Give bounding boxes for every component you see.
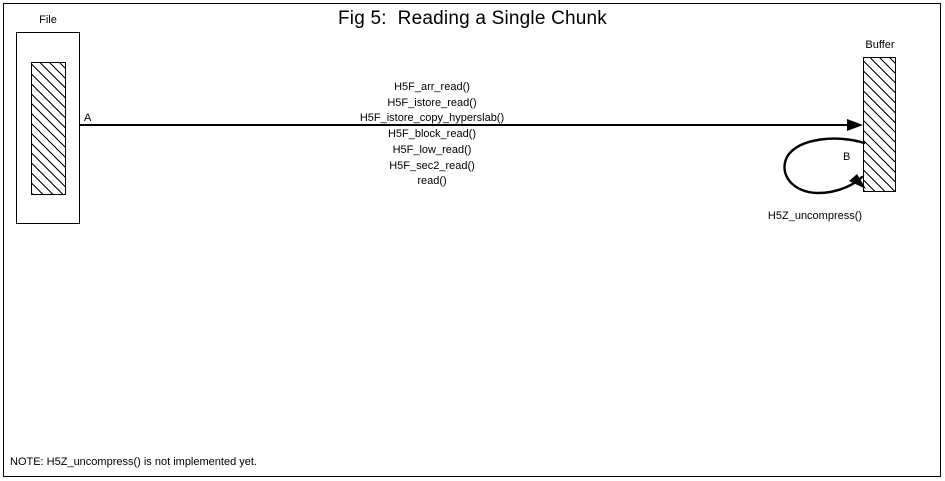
call-stack-item: read() (417, 175, 447, 188)
edge-a-marker: A (84, 112, 92, 124)
call-stack-item: H5F_istore_read() (387, 96, 477, 109)
call-stack-item: H5F_istore_copy_hyperslab() (359, 112, 505, 125)
buffer-node-box (863, 57, 896, 192)
call-stack-item: H5F_block_read() (387, 128, 477, 141)
call-stack-item: H5F_arr_read() (394, 81, 470, 93)
call-stack-item: H5F_sec2_read() (389, 159, 475, 172)
edge-b-label: H5Z_uncompress() (767, 210, 863, 222)
buffer-node-label: Buffer (865, 39, 895, 51)
page-border (3, 3, 941, 477)
footnote: NOTE: H5Z_uncompress() is not implemente… (10, 456, 257, 468)
edge-b-marker: B (843, 151, 851, 163)
file-chunk-block (31, 62, 66, 195)
file-node-label: File (39, 14, 57, 26)
call-stack-item: H5F_low_read() (392, 143, 472, 156)
page-title: Fig 5: Reading a Single Chunk (338, 8, 607, 29)
arrow-b-loop (783, 137, 866, 195)
call-stack-list: H5F_arr_read() H5F_istore_read() H5F_ist… (332, 80, 532, 190)
arrow-a (80, 119, 863, 131)
